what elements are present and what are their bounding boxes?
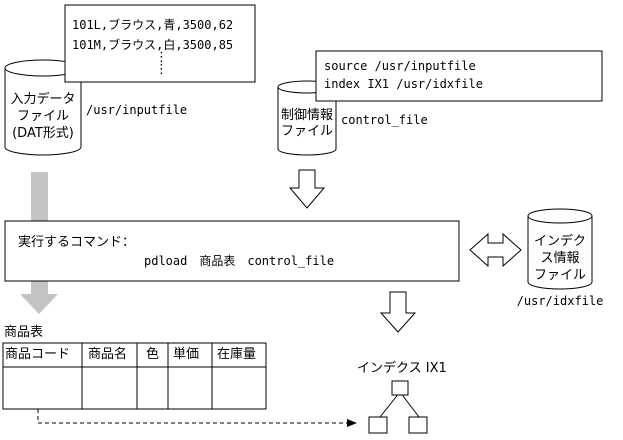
input-record-1: 101L,ブラウス,青,3500,62 xyxy=(72,17,233,32)
input-file-label-line3: (DAT形式) xyxy=(12,126,74,141)
index-tree-icon xyxy=(368,380,428,434)
index-name: インデクス IX1 xyxy=(357,360,447,376)
control-file-label-line2: ファイル xyxy=(281,124,333,139)
column-header-price: 単価 xyxy=(173,346,199,362)
command-line: pdload 商品表 control_file xyxy=(144,253,334,268)
index-file-path: /usr/idxfile xyxy=(517,294,604,308)
command-box: 実行するコマンド： pdload 商品表 control_file xyxy=(4,220,460,282)
column-header-stock: 在庫量 xyxy=(217,347,256,362)
dashed-arrow-table-to-index xyxy=(37,409,357,427)
ellipsis-2: ⋮ xyxy=(155,62,168,77)
input-file-path: /usr/inputfile xyxy=(86,103,187,117)
index-file-label-line2: ス情報 xyxy=(540,251,579,266)
control-file-cylinder xyxy=(277,80,337,156)
arrow-command-to-index xyxy=(379,291,417,333)
control-line-2: index IX1 /usr/idxfile xyxy=(324,77,483,91)
index-file-label-line1: インデク xyxy=(534,233,586,249)
column-header-code: 商品コード xyxy=(5,347,70,362)
input-record-2: 101M,ブラウス,白,3500,85 xyxy=(72,37,233,52)
input-data-file-cylinder xyxy=(4,59,82,156)
input-data-sample: 101L,ブラウス,青,3500,62 101M,ブラウス,白,3500,85 … xyxy=(64,4,256,83)
control-file-label-line1: 制御情報 xyxy=(281,108,333,123)
input-file-label-line1: 入力データ xyxy=(10,91,75,107)
control-file-name: control_file xyxy=(341,113,428,127)
command-heading: 実行するコマンド： xyxy=(18,234,135,250)
arrow-control-to-command xyxy=(288,169,326,209)
index-file-cylinder xyxy=(527,208,593,290)
product-table: 商品表 商品コード 商品名 色 単価 在庫量 xyxy=(2,325,267,410)
column-header-name: 商品名 xyxy=(88,346,127,362)
control-file-content: source /usr/inputfile index IX1 /usr/idx… xyxy=(315,50,603,102)
index-file-label-line3: ファイル xyxy=(534,268,586,283)
input-file-label-line2: ファイル xyxy=(17,109,69,124)
table-name: 商品表 xyxy=(4,325,43,340)
arrow-command-index-file xyxy=(469,232,522,268)
ellipsis-1: ⋮ xyxy=(155,50,168,65)
column-header-color: 色 xyxy=(146,346,159,362)
control-line-1: source /usr/inputfile xyxy=(324,59,476,73)
